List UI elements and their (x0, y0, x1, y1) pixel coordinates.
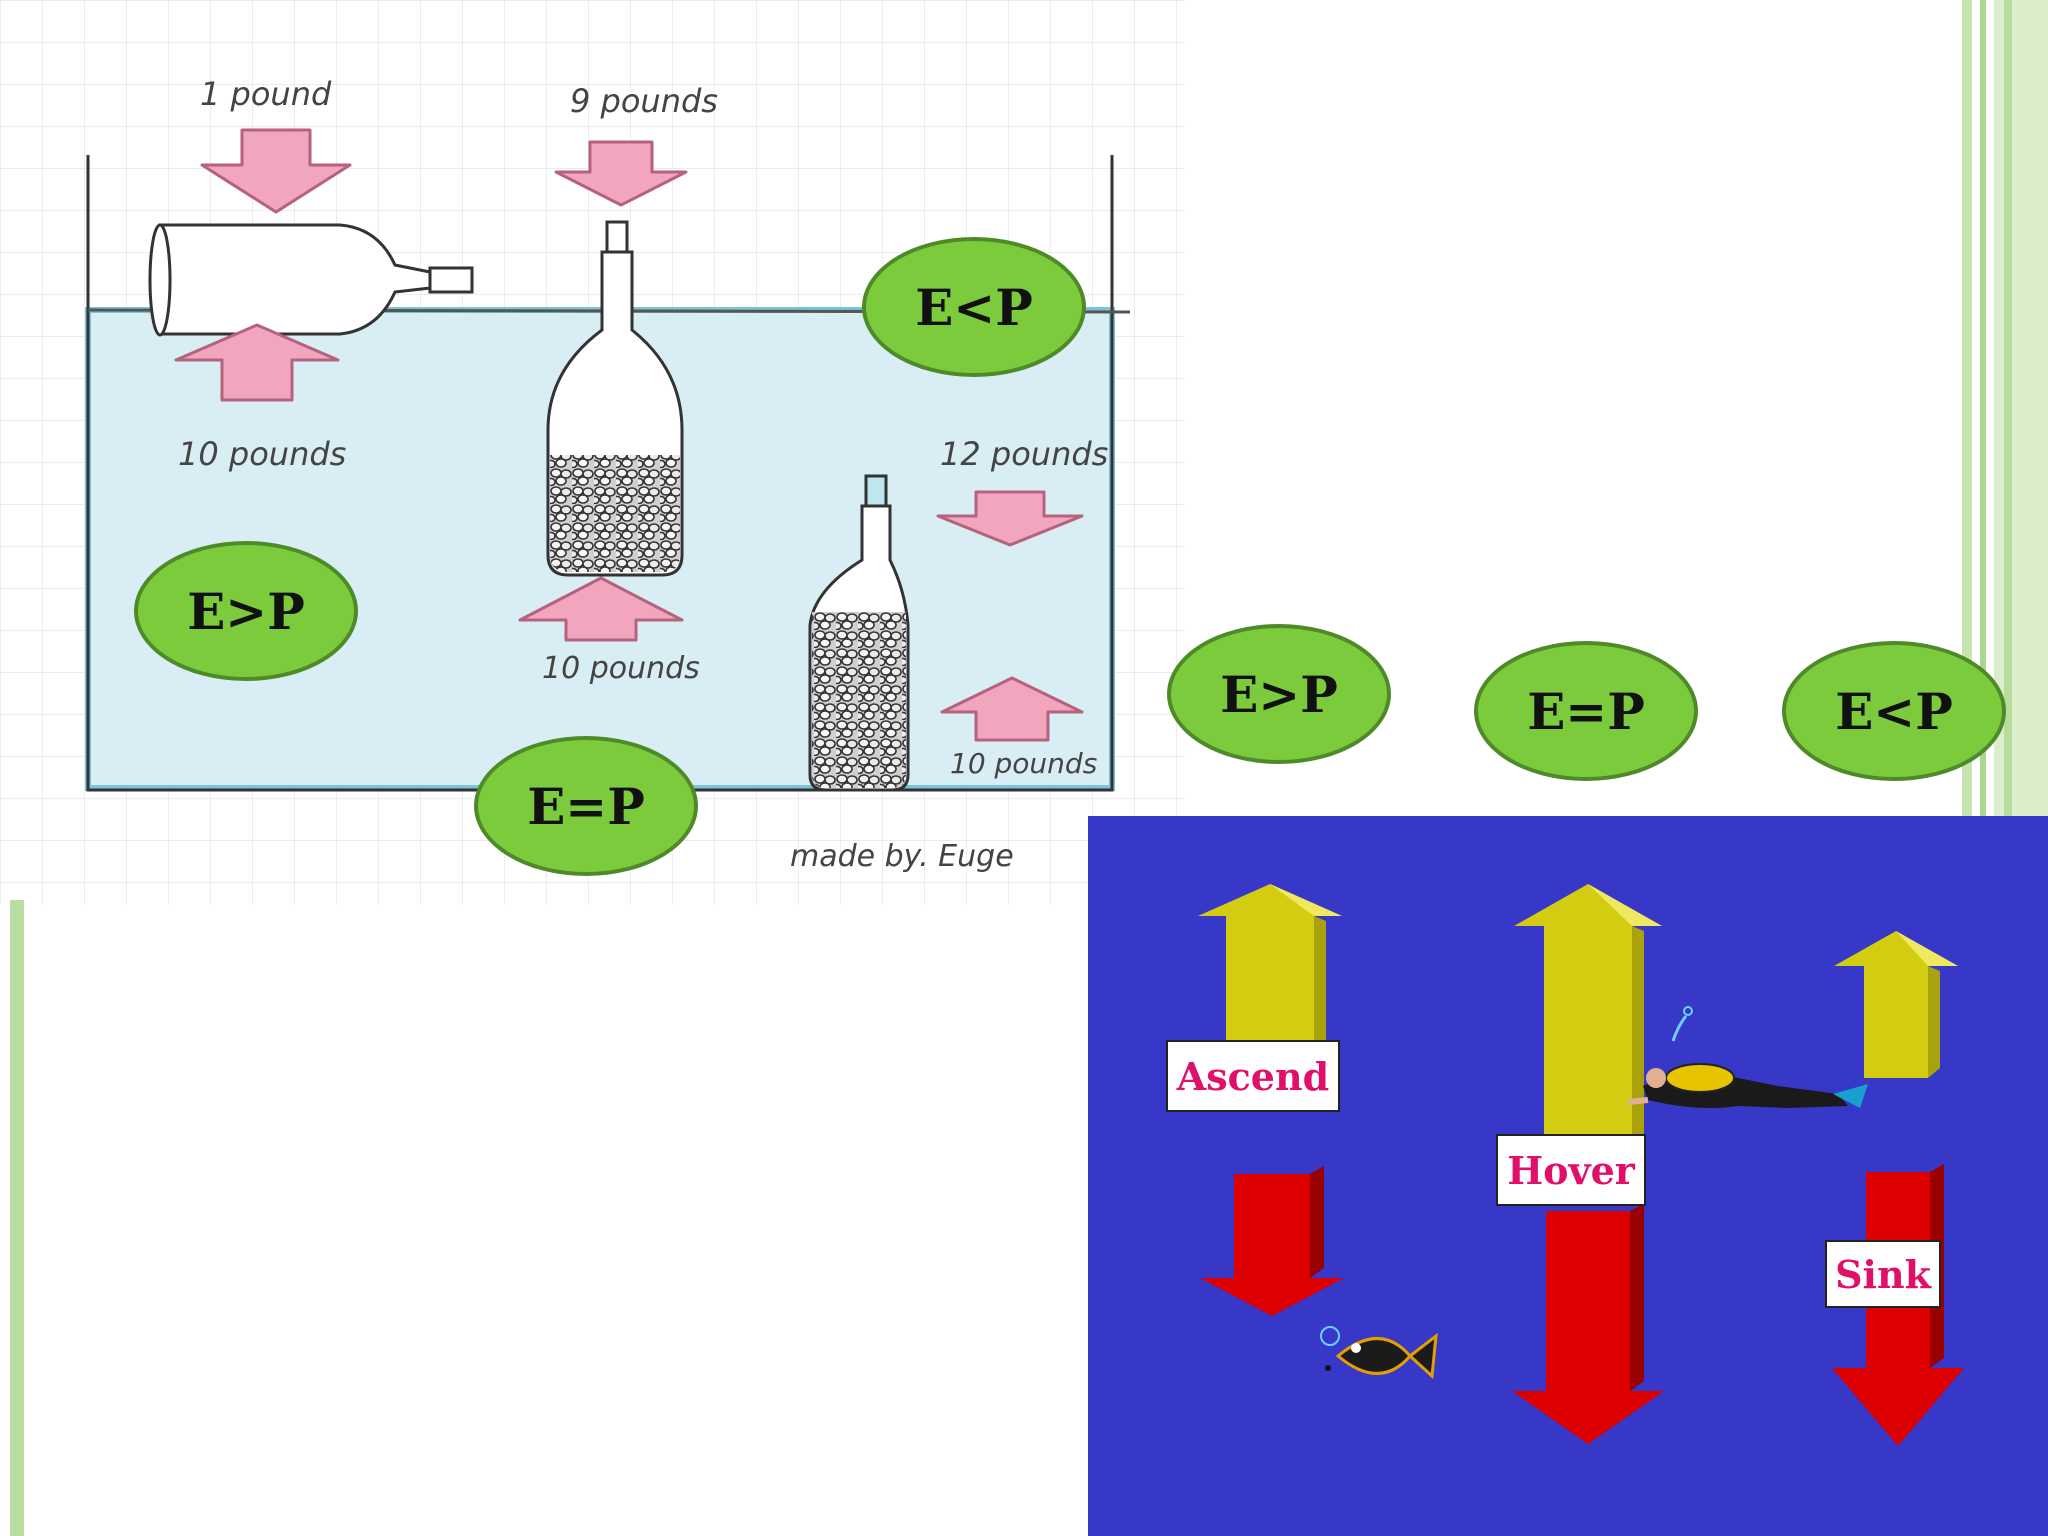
floating-bottle (148, 223, 474, 337)
slide-border-right-line (1980, 0, 1986, 816)
weight-label-up-left: 10 pounds (178, 435, 346, 473)
weight-label-down-right: 12 pounds (940, 435, 1108, 473)
buoyancy-states-panel: Ascend Hover Sink (1088, 816, 2048, 1536)
pink-arrow-down-right (936, 490, 1084, 547)
weight-label-top-left: 1 pound (200, 75, 332, 113)
oval-e-greater-p-right: E>P (1167, 624, 1391, 764)
oval-e-equal-p-right: E=P (1474, 641, 1698, 781)
fish-illustration (1320, 1326, 1438, 1380)
oval-e-equal-p-left: E=P (474, 736, 698, 876)
sink-label: Sink (1825, 1240, 1941, 1308)
pink-arrow-up-left (174, 323, 340, 402)
credit-text: made by. Euge (790, 839, 1014, 874)
sinking-bottle (808, 474, 910, 792)
slide-border-right (1962, 0, 1972, 816)
oval-e-less-p-right: E<P (1782, 641, 2006, 781)
hover-up-arrow (1514, 884, 1662, 1151)
pink-arrow-down-left (200, 128, 352, 214)
ascend-down-arrow (1200, 1166, 1344, 1316)
scuba-diver-illustration (1627, 1006, 1868, 1108)
weight-label-up-right: 10 pounds (950, 747, 1097, 780)
sink-up-arrow (1834, 931, 1958, 1078)
oval-e-greater-p-left: E>P (134, 541, 358, 681)
ascend-label: Ascend (1166, 1040, 1340, 1112)
hover-label: Hover (1496, 1134, 1646, 1206)
hover-down-arrow (1512, 1204, 1664, 1444)
slide-border-right-band (1994, 0, 2048, 816)
ascend-up-arrow (1198, 884, 1342, 1076)
pink-arrow-down-middle (554, 140, 688, 207)
weight-label-up-middle: 10 pounds (542, 651, 700, 686)
slide-border-right-stripe (2004, 0, 2012, 816)
hovering-bottle (546, 220, 684, 577)
pink-arrow-up-right (940, 676, 1084, 742)
slide-border-left (10, 900, 24, 1536)
weight-label-top-middle: 9 pounds (570, 82, 718, 120)
pink-arrow-up-middle (518, 576, 684, 642)
oval-e-less-p-top: E<P (862, 237, 1086, 377)
